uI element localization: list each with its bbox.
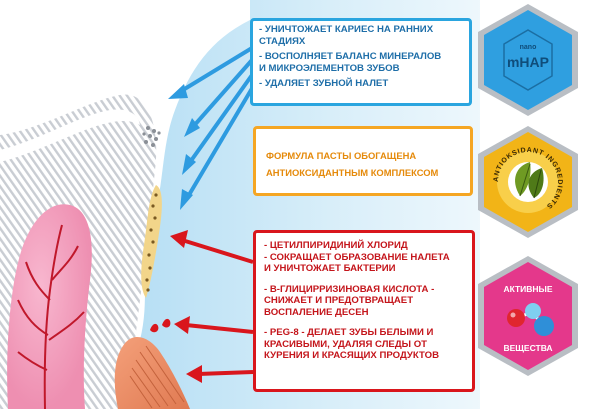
blue-item-2a: - ВОСПОЛНЯЕТ БАЛАНС МИНЕРАЛОВ bbox=[259, 51, 442, 62]
blue-arrows bbox=[168, 46, 256, 210]
pulp bbox=[7, 204, 92, 409]
nhap-top-label: nano bbox=[519, 44, 537, 51]
blue-item-2b: И МИКРОЭЛЕМЕНТОВ ЗУБОВ bbox=[259, 62, 400, 74]
inflammation-drop bbox=[150, 323, 159, 333]
inflammation-drop bbox=[162, 318, 171, 328]
antioxidant-box: ФОРМУЛА ПАСТЫ ОБОГАЩЕНА АНТИОКСИДАНТНЫМ … bbox=[253, 126, 473, 196]
active-top-label: АКТИВНЫЕ bbox=[503, 284, 553, 294]
active-bottom-label: ВЕЩЕСТВА bbox=[503, 343, 553, 353]
nhap-main-label: mHAP bbox=[506, 54, 549, 70]
benefits-box-blue: - УНИЧТОЖАЕТ КАРИЕС НА РАННИХ СТАДИЯХ - … bbox=[250, 18, 472, 106]
blue-item-1b: СТАДИЯХ bbox=[259, 35, 306, 47]
caries-spot bbox=[142, 126, 161, 147]
orange-line-1: ФОРМУЛА ПАСТЫ ОБОГАЩЕНА bbox=[266, 150, 417, 161]
red-line-3: И УНИЧТОЖАЕТ БАКТЕРИИ bbox=[264, 263, 396, 274]
gum-texture bbox=[129, 345, 185, 409]
hexagon-active-badge bbox=[478, 256, 578, 376]
active-ingredients-box: - ЦЕТИЛПИРИДИНИЙ ХЛОРИД - СОКРАЩАЕТ ОБРА… bbox=[253, 230, 475, 392]
blood-vessels bbox=[17, 224, 85, 409]
nanohydroxyapatite-logo-icon bbox=[503, 29, 553, 91]
red-arrows bbox=[170, 230, 254, 383]
red-line-2: - СОКРАЩАЕТ ОБРАЗОВАНИЕ НАЛЕТА bbox=[264, 251, 450, 263]
red-line-1: - ЦЕТИЛПИРИДИНИЙ ХЛОРИД bbox=[264, 240, 408, 251]
red-line-7: - PEG-8 - ДЕЛАЕТ ЗУБЫ БЕЛЫМИ И bbox=[264, 327, 434, 338]
gum bbox=[114, 337, 190, 409]
blue-item-3: - УДАЛЯЕТ ЗУБНОЙ НАЛЕТ bbox=[259, 78, 389, 89]
red-line-6: ВОСПАЛЕНИЕ ДЕСЕН bbox=[264, 306, 369, 318]
blue-item-1a: - УНИЧТОЖАЕТ КАРИЕС НА РАННИХ bbox=[259, 24, 434, 35]
red-line-9: КУРЕНИЯ И КРАСЯЩИХ ПРОДУКТОВ bbox=[264, 350, 439, 361]
red-line-4: - В-ГЛИЦИРРИЗИНОВАЯ КИСЛОТА - bbox=[264, 283, 435, 295]
molecule-icon bbox=[507, 303, 554, 336]
orange-line-2: АНТИОКСИДАНТНЫМ КОМПЛЕКСОМ bbox=[266, 167, 439, 178]
hexagon-antioxidant-badge bbox=[478, 126, 578, 238]
green-leaves-icon bbox=[515, 162, 544, 199]
plaque-dots bbox=[145, 193, 158, 292]
hexagon-nhap-badge bbox=[478, 4, 578, 116]
red-line-5: СНИЖАЕТ И ПРЕДОТВРАЩАЕТ bbox=[264, 295, 414, 306]
red-line-8: КРАСИВЫМИ, УДАЛЯЯ СЛЕДЫ ОТ bbox=[264, 338, 428, 350]
